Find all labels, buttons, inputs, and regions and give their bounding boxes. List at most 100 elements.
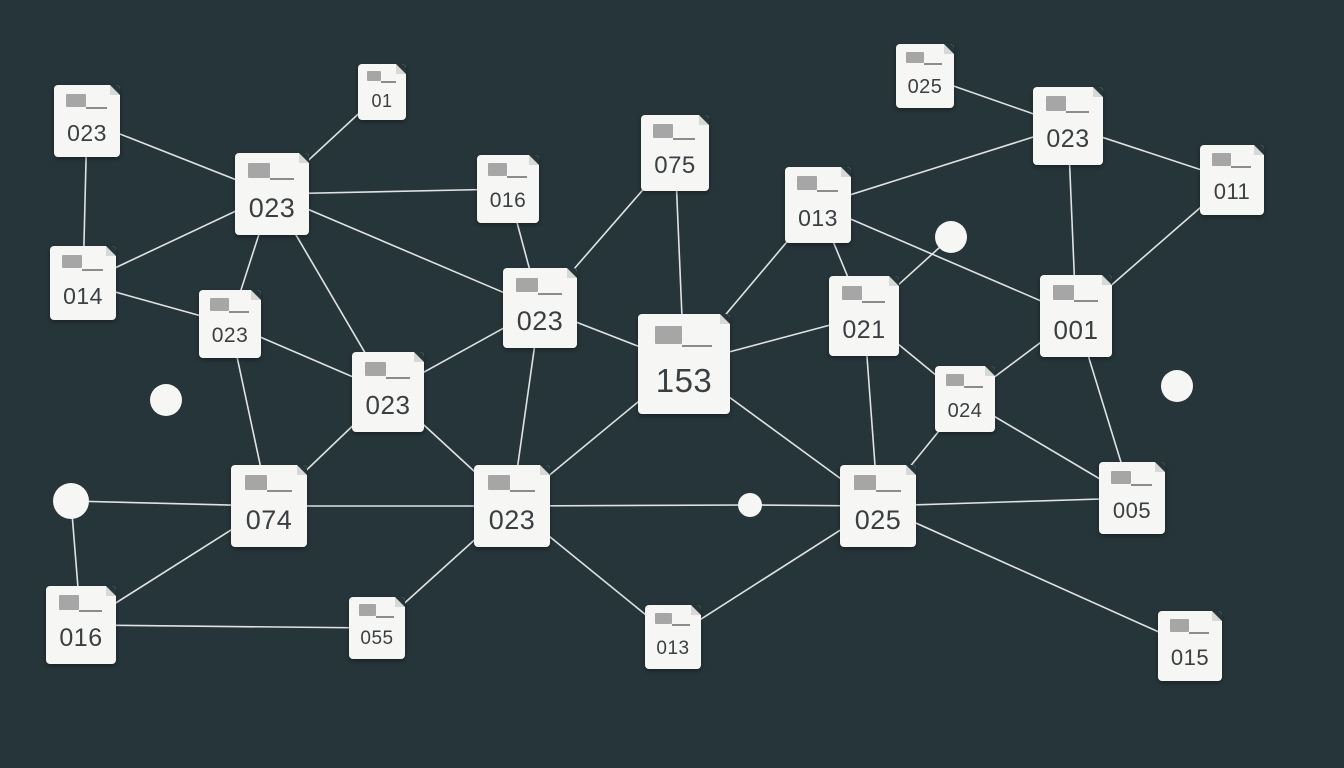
edge-n3-n12 xyxy=(271,193,541,309)
file-node[interactable]: 024 xyxy=(935,366,995,432)
file-node-label: 016 xyxy=(489,189,527,213)
file-node-label: 023 xyxy=(67,119,107,146)
file-node[interactable]: 001 xyxy=(1040,275,1112,357)
file-node-label: 011 xyxy=(1213,179,1251,205)
file-node[interactable]: 013 xyxy=(785,167,851,243)
folder-icon xyxy=(1110,470,1152,490)
file-node[interactable]: 153 xyxy=(638,314,730,414)
edge-n20-n25 xyxy=(877,505,1191,647)
folder-icon xyxy=(1045,96,1089,116)
file-node[interactable]: 023 xyxy=(1033,87,1103,165)
file-node[interactable]: 023 xyxy=(503,268,577,348)
file-node[interactable]: 013 xyxy=(645,605,701,669)
file-node[interactable]: 023 xyxy=(235,153,309,235)
page-corner-fold xyxy=(1212,611,1222,621)
folder-icon xyxy=(487,474,535,496)
page-corner-fold xyxy=(889,276,899,286)
file-node[interactable]: 023 xyxy=(352,352,424,432)
edge-n6-n15 xyxy=(817,204,1077,317)
file-node-label: 023 xyxy=(488,504,536,535)
folder-icon xyxy=(1211,153,1252,171)
file-node-label: 001 xyxy=(1053,314,1099,345)
junction-dot xyxy=(150,384,182,416)
page-corner-fold xyxy=(841,167,851,177)
folder-icon xyxy=(796,176,838,196)
junction-dot xyxy=(935,221,967,253)
folder-icon xyxy=(364,361,410,383)
folder-icon xyxy=(516,277,563,299)
edge-n22-n23 xyxy=(80,624,378,629)
file-node-label: 074 xyxy=(245,504,293,535)
file-node[interactable]: 021 xyxy=(829,276,899,356)
file-node-label: 021 xyxy=(842,315,886,344)
file-node-label: 01 xyxy=(371,91,393,112)
page-corner-fold xyxy=(106,586,116,596)
file-node[interactable]: 015 xyxy=(1158,611,1222,681)
folder-icon xyxy=(210,298,249,316)
file-node-label: 025 xyxy=(854,504,902,535)
file-node[interactable]: 075 xyxy=(641,115,709,191)
page-corner-fold xyxy=(251,290,261,300)
folder-icon xyxy=(488,163,527,181)
file-node-label: 024 xyxy=(947,399,983,422)
file-node[interactable]: 023 xyxy=(199,290,261,358)
edge-n19-j5 xyxy=(511,504,751,507)
folder-icon xyxy=(906,51,943,69)
file-node[interactable]: 005 xyxy=(1099,462,1165,534)
page-corner-fold xyxy=(299,153,309,163)
file-node[interactable]: 014 xyxy=(50,246,116,320)
folder-icon xyxy=(359,604,394,620)
file-node[interactable]: 023 xyxy=(474,465,550,547)
file-node[interactable]: 011 xyxy=(1200,145,1264,215)
file-node-label: 023 xyxy=(248,192,296,223)
folder-icon xyxy=(655,612,690,630)
file-node-label: 055 xyxy=(360,628,394,650)
page-corner-fold xyxy=(944,44,954,54)
page-corner-fold xyxy=(395,597,405,607)
page-corner-fold xyxy=(414,352,424,362)
page-corner-fold xyxy=(691,605,701,615)
folder-icon xyxy=(65,93,107,113)
file-node[interactable]: 016 xyxy=(46,586,116,664)
page-corner-fold xyxy=(297,465,307,475)
file-node-label: 023 xyxy=(1046,125,1090,154)
file-node-label: 013 xyxy=(798,205,838,232)
file-node-label: 015 xyxy=(1170,645,1210,671)
folder-icon xyxy=(1052,284,1098,306)
file-node[interactable]: 01 xyxy=(358,64,406,120)
folder-icon xyxy=(366,70,397,86)
page-corner-fold xyxy=(985,366,995,376)
file-node[interactable]: 025 xyxy=(896,44,954,108)
file-node[interactable]: 023 xyxy=(54,85,120,157)
file-node-label: 023 xyxy=(516,305,564,336)
page-corner-fold xyxy=(720,314,730,324)
folder-icon xyxy=(244,474,292,496)
folder-icon xyxy=(58,595,102,615)
file-node[interactable]: 055 xyxy=(349,597,405,659)
file-node[interactable]: 016 xyxy=(477,155,539,223)
file-node-label: 075 xyxy=(654,152,696,180)
folder-icon xyxy=(945,373,983,391)
file-node-label: 016 xyxy=(59,624,103,653)
page-corner-fold xyxy=(110,85,120,95)
edge-n3-n4 xyxy=(271,188,509,195)
file-node[interactable]: 025 xyxy=(840,465,916,547)
file-node-label: 153 xyxy=(655,362,713,399)
folder-icon xyxy=(1169,619,1210,637)
file-node-label: 014 xyxy=(63,282,103,309)
folder-icon xyxy=(654,326,712,352)
page-corner-fold xyxy=(1093,87,1103,97)
folder-icon xyxy=(248,162,295,184)
page-corner-fold xyxy=(396,64,406,74)
file-node-label: 023 xyxy=(211,324,249,348)
folder-icon xyxy=(61,254,103,274)
page-corner-fold xyxy=(699,115,709,125)
file-node-label: 023 xyxy=(365,389,411,420)
junction-dot xyxy=(738,493,762,517)
page-corner-fold xyxy=(1254,145,1264,155)
page-corner-fold xyxy=(529,155,539,165)
folder-icon xyxy=(841,285,885,307)
edge-n20-n21 xyxy=(877,497,1133,507)
file-node[interactable]: 074 xyxy=(231,465,307,547)
